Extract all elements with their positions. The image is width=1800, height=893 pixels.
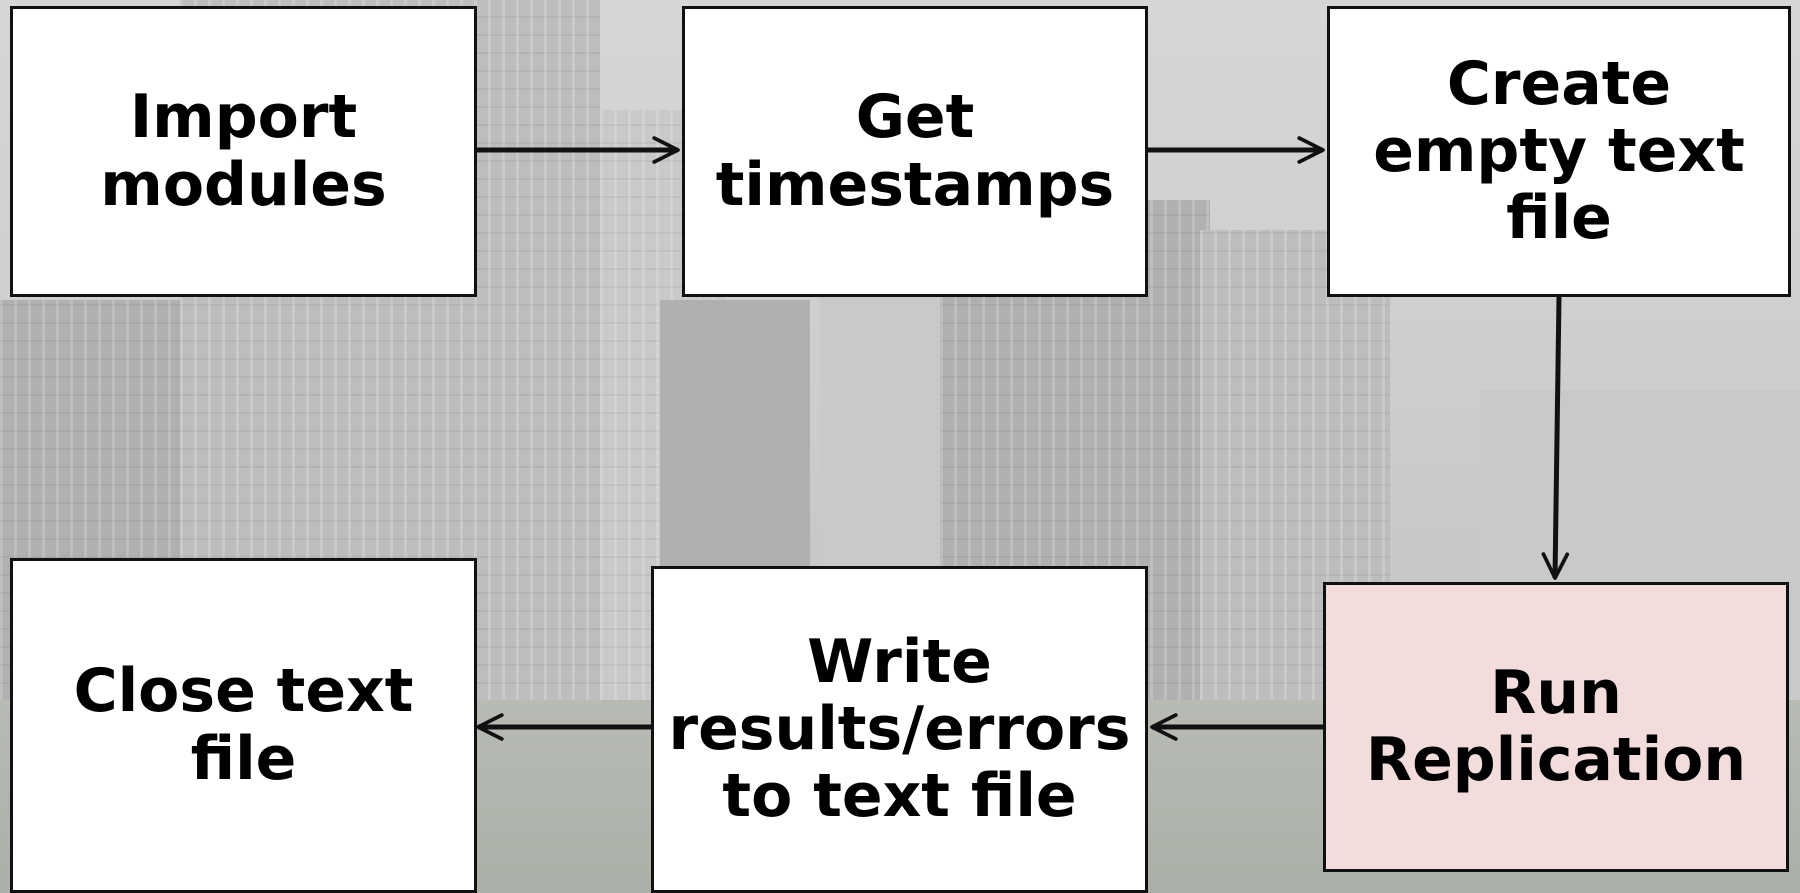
node-import-modules: Import modules [10, 6, 477, 297]
node-write-results-label: Write results/errors to text file [668, 626, 1131, 832]
node-create-text-file-label: Create empty text file [1373, 48, 1745, 254]
node-write-results: Write results/errors to text file [651, 566, 1148, 893]
node-import-modules-label: Import modules [100, 82, 387, 220]
node-create-text-file: Create empty text file [1327, 6, 1791, 297]
node-run-replication-label: Run Replication [1365, 657, 1747, 795]
node-close-text-file-label: Close text file [73, 656, 414, 794]
node-close-text-file: Close text file [10, 558, 477, 893]
node-get-timestamps: Get timestamps [682, 6, 1148, 297]
node-get-timestamps-label: Get timestamps [715, 82, 1115, 220]
arrow-create-to-run [1541, 296, 1570, 580]
node-run-replication: Run Replication [1323, 582, 1789, 872]
